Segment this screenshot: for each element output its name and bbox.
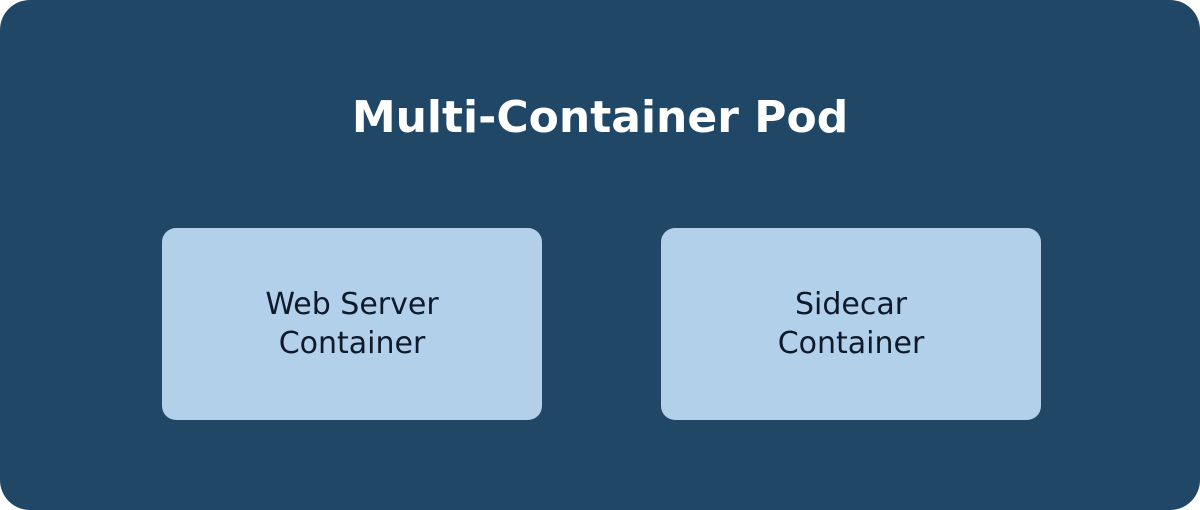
web-server-container: Web Server Container [162, 228, 542, 420]
sidecar-container: Sidecar Container [661, 228, 1041, 420]
container-label-line1: Web Server [265, 287, 439, 322]
container-label-line2: Container [777, 326, 925, 361]
container-label-line1: Sidecar [794, 287, 908, 322]
container-label-line2: Container [278, 326, 426, 361]
pod-title: Multi-Container Pod [351, 92, 849, 143]
